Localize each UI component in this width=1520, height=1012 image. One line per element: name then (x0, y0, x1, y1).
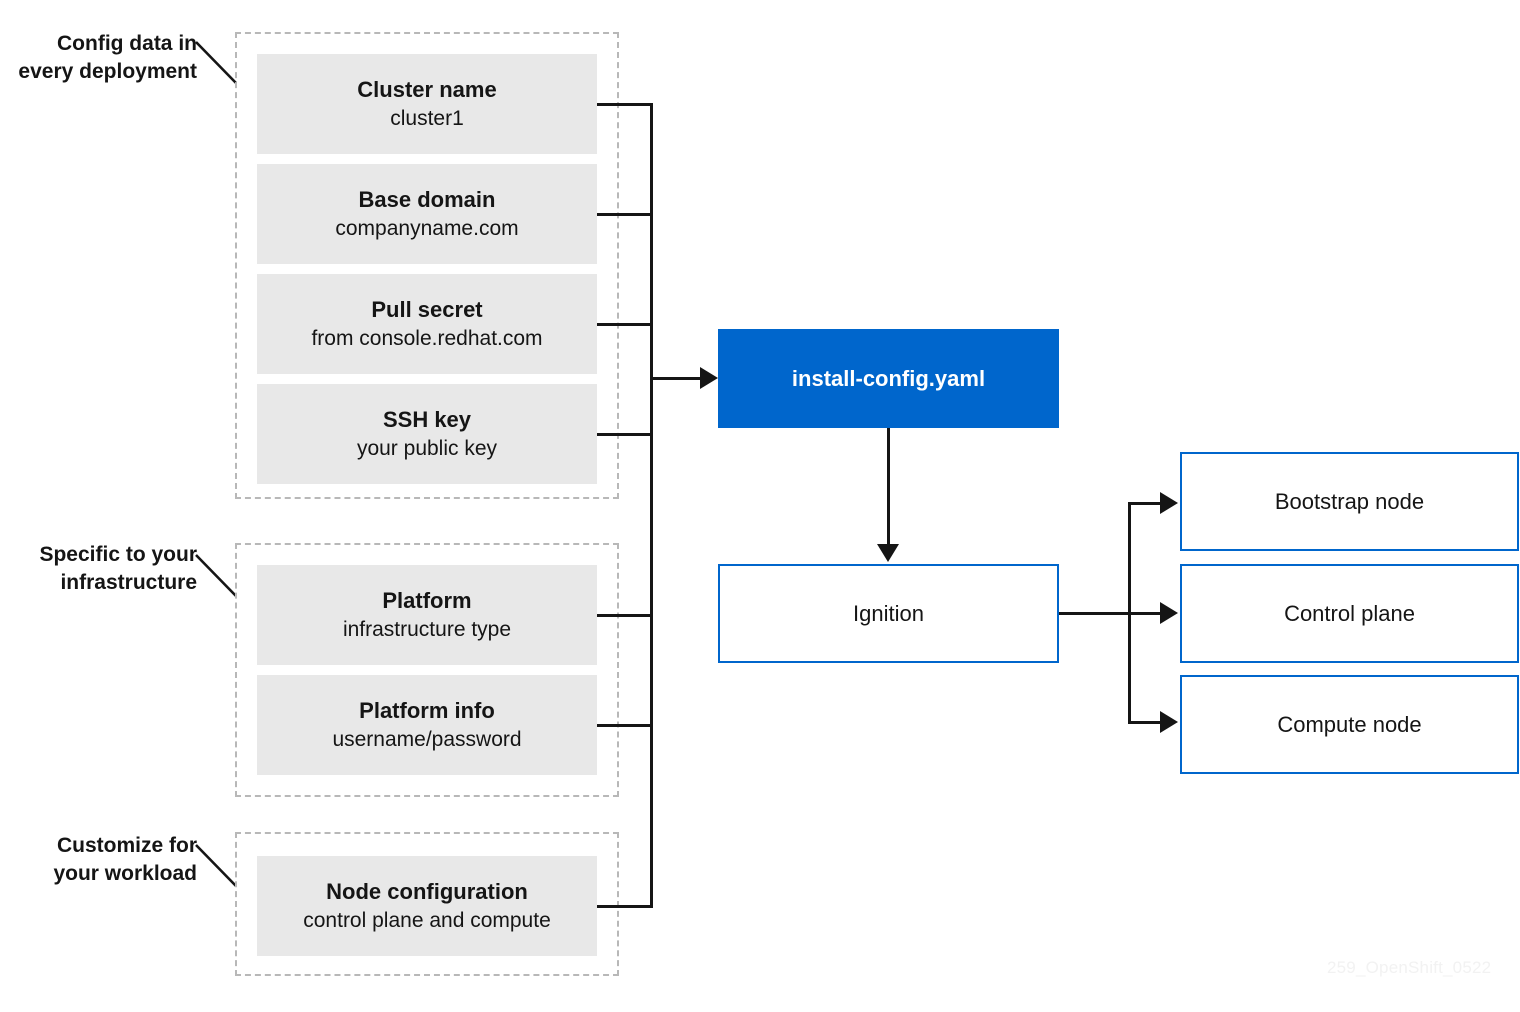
node-install-config-yaml: install-config.yaml (718, 329, 1059, 428)
card-platform-info: Platform info username/password (257, 675, 597, 775)
arrow-line-install-config-to-ignition (887, 428, 890, 546)
node-install-config-yaml-label: install-config.yaml (791, 365, 986, 391)
node-bootstrap-node-label: Bootstrap node (1274, 488, 1425, 514)
connector-platform-info (597, 724, 653, 727)
leader-line-config-data (195, 41, 237, 84)
arrowhead-to-ignition (877, 544, 899, 562)
connector-node-configuration (597, 905, 653, 908)
leader-line-workload (195, 844, 237, 887)
card-base-domain-title: Base domain (358, 186, 496, 212)
collector-bus-line (650, 103, 653, 908)
card-platform-title: Platform (382, 587, 472, 613)
connector-platform (597, 614, 653, 617)
node-ignition-label: Ignition (853, 600, 924, 626)
card-node-configuration: Node configuration control plane and com… (257, 856, 597, 956)
group-workload (235, 832, 619, 976)
annotation-config-data: Config data in every deployment (18, 32, 197, 83)
card-cluster-name-title: Cluster name (357, 76, 497, 102)
connector-to-control-plane (1128, 612, 1164, 615)
connector-ignition-out (1059, 612, 1131, 615)
annotation-infrastructure: Specific to your infrastructure (39, 543, 197, 594)
connector-ssh-key (597, 433, 653, 436)
card-base-domain-value: companyname.com (335, 217, 519, 241)
card-platform-info-value: username/password (332, 728, 522, 752)
card-platform-info-title: Platform info (359, 697, 495, 723)
arrowhead-to-bootstrap-node (1160, 492, 1178, 514)
node-bootstrap-node: Bootstrap node (1180, 452, 1519, 551)
card-cluster-name-value: cluster1 (390, 107, 464, 131)
card-pull-secret: Pull secret from console.redhat.com (257, 274, 597, 374)
annotation-workload: Customize for your workload (53, 834, 197, 885)
node-compute-node: Compute node (1180, 675, 1519, 774)
arrowhead-to-control-plane (1160, 602, 1178, 624)
watermark-label: 259_OpenShift_0522 (1327, 958, 1492, 977)
arrowhead-to-compute-node (1160, 711, 1178, 733)
node-ignition: Ignition (718, 564, 1059, 663)
card-ssh-key-value: your public key (356, 437, 498, 461)
connector-cluster-name (597, 103, 653, 106)
node-control-plane-label: Control plane (1284, 600, 1415, 626)
connector-to-compute-node (1128, 721, 1164, 724)
arrow-line-to-install-config (650, 377, 702, 380)
node-compute-node-label: Compute node (1277, 711, 1422, 737)
group-infrastructure (235, 543, 619, 797)
card-node-configuration-value: control plane and compute (303, 909, 551, 933)
card-ssh-key-title: SSH key (382, 406, 472, 432)
card-platform: Platform infrastructure type (257, 565, 597, 665)
card-cluster-name: Cluster name cluster1 (257, 54, 597, 154)
card-pull-secret-value: from console.redhat.com (311, 327, 543, 351)
card-node-configuration-title: Node configuration (326, 878, 528, 904)
arrowhead-to-install-config (700, 367, 718, 389)
node-control-plane: Control plane (1180, 564, 1519, 663)
card-base-domain: Base domain companyname.com (257, 164, 597, 264)
connector-to-bootstrap-node (1128, 502, 1164, 505)
card-pull-secret-title: Pull secret (371, 296, 483, 322)
card-ssh-key: SSH key your public key (257, 384, 597, 484)
leader-line-infrastructure (195, 554, 237, 597)
group-every-deployment (235, 32, 619, 499)
connector-base-domain (597, 213, 653, 216)
card-platform-value: infrastructure type (342, 618, 512, 642)
connector-pull-secret (597, 323, 653, 326)
